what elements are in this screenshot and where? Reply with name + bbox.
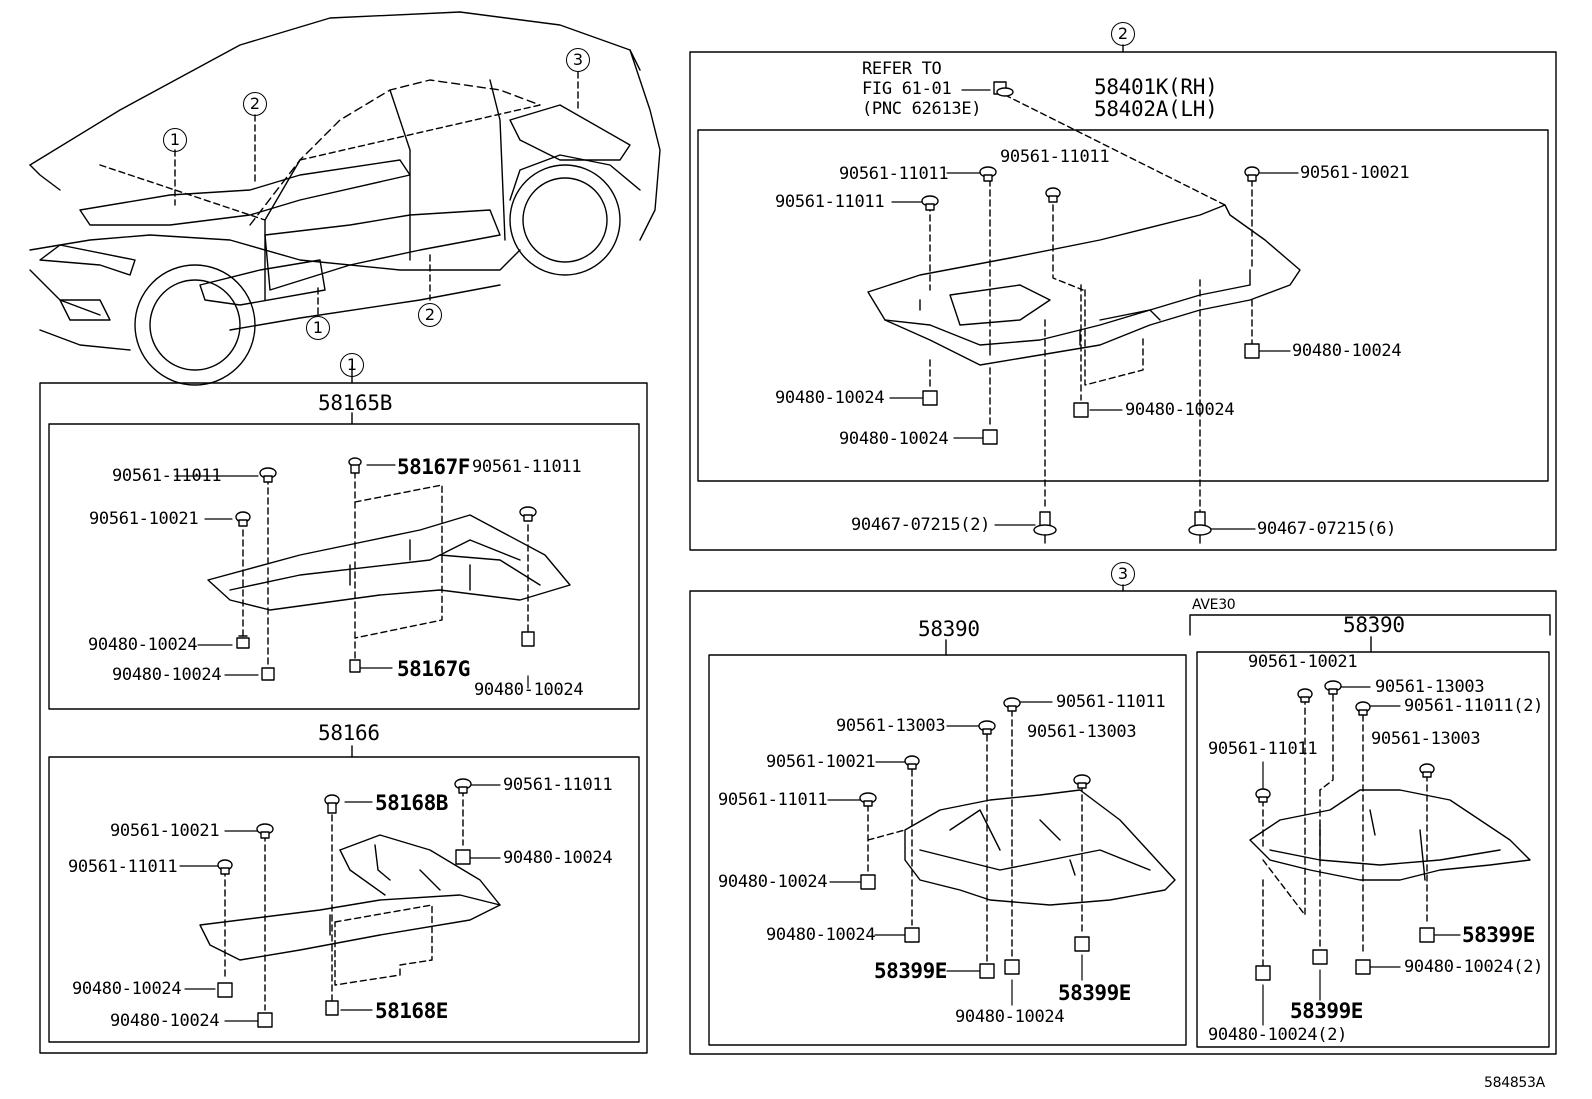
fastener-label[interactable]: 90561-11011 [1208,739,1318,759]
fastener-label[interactable]: 90480-10024 [955,1007,1065,1027]
refer-note-line-3: (PNC 62613E) [862,99,982,119]
part-number-58402A-LH[interactable]: 58402A(LH) [1094,97,1218,121]
part-number-58399E[interactable]: 58399E [874,959,947,983]
fastener-label[interactable]: 90467-07215(2) [851,515,991,535]
fastener-label[interactable]: 90561-11011 [503,775,613,795]
part-number-58399E[interactable]: 58399E [1058,981,1131,1005]
car-callout-2[interactable]: 2 [243,92,267,116]
section-2-frames [689,44,1557,551]
section-1-frames [39,365,648,1054]
part-number-58165B[interactable]: 58165B [318,391,393,415]
part-58165B-illustration [174,464,571,689]
fastener-label[interactable]: 90480-10024(2) [1404,957,1544,977]
section-1-bottom-fasteners [217,778,472,1028]
fastener-label[interactable]: 90561-10021 [89,509,199,529]
fastener-label[interactable]: 90480-10024 [72,979,182,999]
fastener-label[interactable]: 90480-10024 [503,848,613,868]
part-58390-right-illustration [1249,686,1531,1026]
part-number-58399E[interactable]: 58399E [1462,923,1535,947]
fastener-label[interactable]: 90480-10024 [1292,341,1402,361]
car-callout-1[interactable]: 1 [163,128,187,152]
car-overview-illustration [29,11,661,386]
fastener-label[interactable]: 90480-10024 [112,665,222,685]
fastener-label[interactable]: 90480-10024 [766,925,876,945]
fastener-label[interactable]: 90561-11011 [1056,692,1166,712]
part-58390-left-illustration [827,701,1176,1006]
fastener-label[interactable]: 90561-11011 [1000,147,1110,167]
part-58166-illustration [179,784,501,1022]
fastener-label[interactable]: 90480-10024 [474,680,584,700]
fastener-label[interactable]: 90480-10024 [718,872,828,892]
fastener-label[interactable]: 90480-10024 [839,429,949,449]
fastener-label[interactable]: 90561-11011 [472,457,582,477]
fastener-label[interactable]: 90480-10024 [110,1011,220,1031]
fastener-label[interactable]: 90561-11011 [112,466,222,486]
part-number-58390-right[interactable]: 58390 [1343,613,1405,637]
part-number-58167F[interactable]: 58167F [397,455,470,479]
fastener-label[interactable]: 90561-11011 [839,164,949,184]
section-1-marker: 1 [340,353,364,377]
section-3-marker: 3 [1111,562,1135,586]
fastener-label[interactable]: 90561-13003 [1371,729,1481,749]
fastener-label[interactable]: 90561-13003 [1375,677,1485,697]
part-number-58168B[interactable]: 58168B [375,791,448,815]
section-2-fasteners [921,81,1260,544]
figure-id: 584853A [1484,1075,1545,1091]
fastener-label[interactable]: 90480-10024 [775,388,885,408]
fastener-label[interactable]: 90467-07215(6) [1257,519,1397,539]
fastener-label[interactable]: 90561-13003 [1027,722,1137,742]
part-58401K-illustration [867,89,1301,530]
fastener-label[interactable]: 90561-11011(2) [1404,696,1544,716]
part-number-58168E[interactable]: 58168E [375,999,448,1023]
fastener-label[interactable]: 90561-11011 [775,192,885,212]
car-callout-2-lower[interactable]: 2 [418,303,442,327]
part-number-58401K-RH[interactable]: 58401K(RH) [1094,75,1218,99]
refer-note-line-1: REFER TO [862,59,942,79]
part-number-58166[interactable]: 58166 [318,721,380,745]
section-2-marker: 2 [1111,22,1135,46]
refer-note-line-2[interactable]: FIG 61-01 [862,79,952,99]
section-3-right-fasteners [1255,680,1435,981]
fastener-label[interactable]: 90561-10021 [1300,163,1410,183]
section-3-left-fasteners [859,697,1091,979]
fastener-label[interactable]: 90561-11011 [68,857,178,877]
fastener-label[interactable]: 90480-10024(2) [1208,1025,1348,1045]
fastener-label[interactable]: 90480-10024 [1125,400,1235,420]
fastener-label[interactable]: 90561-11011 [718,790,828,810]
car-callout-3[interactable]: 3 [566,48,590,72]
fastener-label[interactable]: 90561-10021 [1248,652,1358,672]
car-callout-1-lower[interactable]: 1 [306,316,330,340]
part-number-58390-left[interactable]: 58390 [918,617,980,641]
section-1-top-fasteners [235,457,537,681]
fastener-label[interactable]: 90561-13003 [836,716,946,736]
part-number-58167G[interactable]: 58167G [397,657,470,681]
fastener-label[interactable]: 90480-10024 [88,635,198,655]
fastener-label[interactable]: 90561-10021 [110,821,220,841]
section-3-frames [689,584,1557,1055]
fastener-label[interactable]: 90561-10021 [766,752,876,772]
variant-label: AVE30 [1192,597,1236,613]
part-number-58399E[interactable]: 58399E [1290,999,1363,1023]
